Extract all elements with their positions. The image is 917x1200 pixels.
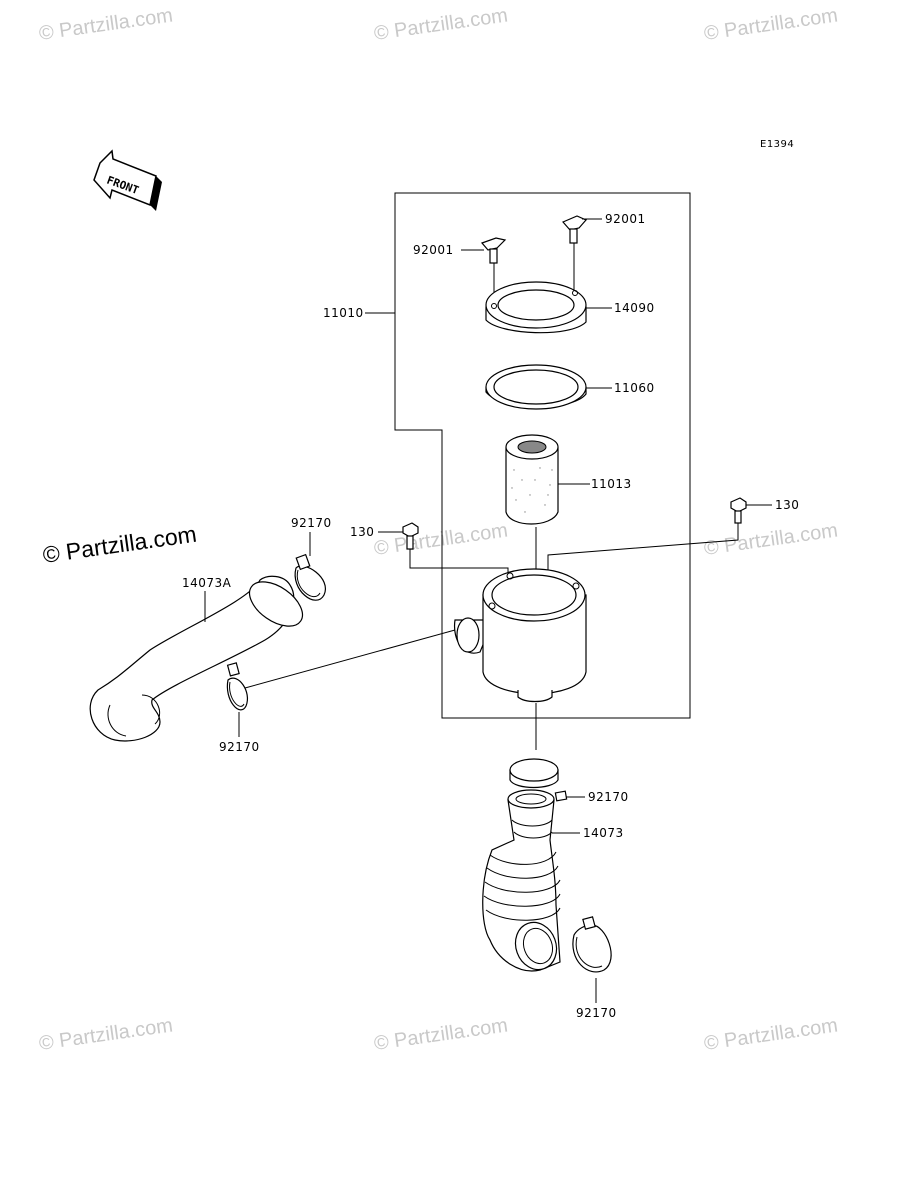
intake-duct (89, 575, 304, 742)
part-label-130-right: 130 (775, 498, 799, 512)
part-label-92170-mid: 92170 (588, 790, 629, 804)
hose-clamp-left (226, 662, 248, 711)
hose-clamp-top (294, 553, 327, 601)
part-label-11013: 11013 (591, 477, 632, 491)
part-label-11010: 11010 (323, 306, 364, 320)
watermark: © Partzilla.com (38, 1014, 175, 1055)
watermark: © Partzilla.com (38, 4, 175, 45)
assembly-bracket (394, 192, 691, 719)
bellows-duct (482, 789, 561, 972)
bolt-right (730, 497, 747, 524)
watermark: © Partzilla.com (703, 519, 840, 560)
diagram-code: E1394 (760, 139, 794, 150)
air-filter-element (505, 434, 559, 525)
part-label-92001-right: 92001 (605, 212, 646, 226)
bolt-left (402, 522, 419, 550)
part-label-11060: 11060 (614, 381, 655, 395)
part-label-14090: 14090 (614, 301, 655, 315)
part-label-92170-left: 92170 (219, 740, 260, 754)
part-label-92170-bottom: 92170 (576, 1006, 617, 1020)
watermark: © Partzilla.com (373, 4, 510, 45)
front-arrow-icon: FRONT (93, 149, 162, 211)
part-label-92170-top: 92170 (291, 516, 332, 530)
part-labels: 92001 92001 11010 14090 11060 11013 130 … (182, 212, 799, 1020)
part-label-14073A: 14073A (182, 576, 232, 590)
air-cleaner-case (453, 568, 587, 703)
part-label-92001-left: 92001 (413, 243, 454, 257)
cover-plate (485, 281, 587, 334)
copyright-label: © Partzilla.com (41, 521, 198, 568)
watermark: © Partzilla.com (373, 519, 510, 560)
part-label-14073: 14073 (583, 826, 624, 840)
hose-clamp-middle (509, 758, 568, 802)
watermark: © Partzilla.com (373, 1014, 510, 1055)
watermark: © Partzilla.com (703, 4, 840, 45)
watermark: © Partzilla.com (703, 1014, 840, 1055)
hose-clamp-bottom (572, 916, 612, 973)
gasket (485, 364, 587, 410)
part-label-130-left: 130 (350, 525, 374, 539)
wing-bolt-right (562, 215, 587, 292)
